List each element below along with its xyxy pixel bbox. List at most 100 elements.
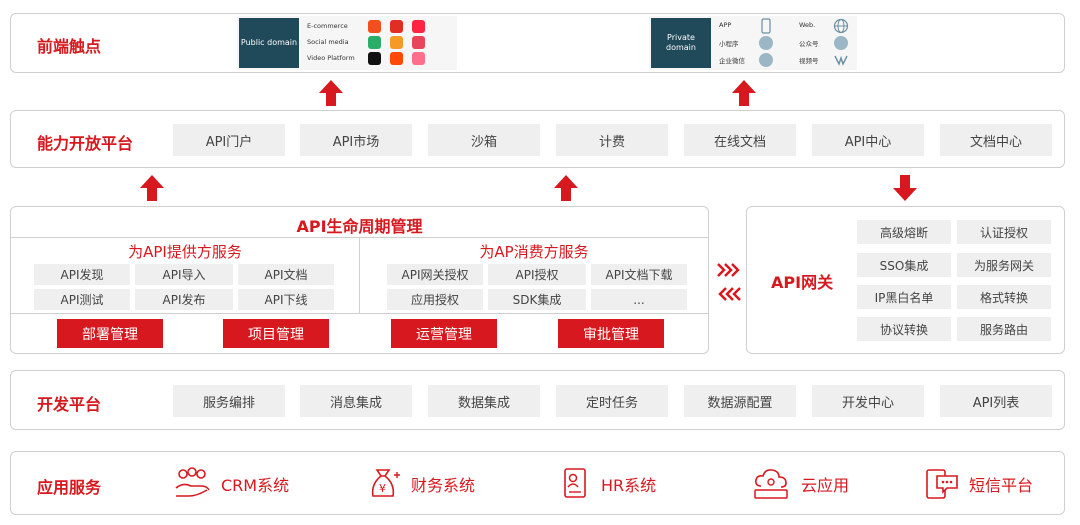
gateway-item[interactable]: 协议转换 — [857, 317, 951, 341]
lifecycle-title: API生命周期管理 — [296, 217, 423, 236]
chevron-right-icon — [717, 263, 740, 277]
capability-item[interactable]: 计费 — [556, 124, 668, 156]
private-item: APP — [719, 21, 732, 29]
gateway-panel: API网关 高级熔断 认证授权 SSO集成 为服务网关 IP黑白名单 格式转换 … — [746, 206, 1065, 354]
appservice-panel: 应用服务 CRM系统 ¥ 财务系统 HR系统 — [10, 451, 1065, 515]
capability-item[interactable]: 在线文档 — [684, 124, 796, 156]
consumer-item[interactable]: 应用授权 — [387, 289, 483, 310]
appservice-label: 短信平台 — [969, 476, 1034, 495]
lele-icon — [412, 52, 425, 65]
arrow-up-icon — [732, 80, 756, 106]
private-domain-label: Private domain — [651, 18, 711, 68]
devplatform-title: 开发平台 — [37, 395, 102, 414]
crm-people-icon — [175, 467, 210, 497]
consumer-item[interactable]: API文档下载 — [591, 264, 687, 285]
provider-item[interactable]: API发现 — [34, 264, 130, 285]
approval-management-button[interactable]: 审批管理 — [558, 319, 664, 348]
official-account-icon — [834, 36, 848, 50]
private-item: 小程序 — [719, 40, 739, 48]
provider-item[interactable]: API导入 — [135, 264, 233, 285]
gateway-item[interactable]: 服务路由 — [957, 317, 1051, 341]
wechat-icon — [368, 36, 381, 49]
capability-item[interactable]: 文档中心 — [940, 124, 1052, 156]
private-item: 企业微信 — [719, 57, 745, 65]
public-item: E-commerce — [307, 22, 348, 30]
arrow-up-icon — [319, 80, 343, 106]
sms-phone-icon — [926, 469, 958, 499]
channels-icon — [834, 55, 848, 66]
provider-item[interactable]: API文档 — [238, 264, 334, 285]
consumer-item[interactable]: ... — [591, 289, 687, 310]
provider-item[interactable]: API发布 — [135, 289, 233, 310]
arrow-down-icon — [893, 175, 917, 201]
capability-item[interactable]: 沙箱 — [428, 124, 540, 156]
gateway-item[interactable]: 认证授权 — [957, 220, 1051, 244]
devplatform-item[interactable]: 服务编排 — [173, 385, 285, 417]
gateway-item[interactable]: 格式转换 — [957, 285, 1051, 309]
appservice-label: 财务系统 — [411, 476, 476, 495]
deploy-management-button[interactable]: 部署管理 — [57, 319, 163, 348]
consumer-item[interactable]: SDK集成 — [488, 289, 586, 310]
devplatform-item[interactable]: 消息集成 — [300, 385, 412, 417]
consumer-item[interactable]: API授权 — [488, 264, 586, 285]
operation-management-button[interactable]: 运营管理 — [391, 319, 497, 348]
lifecycle-divider — [11, 313, 708, 314]
arrow-up-icon — [554, 175, 578, 201]
pinduoduo-icon — [390, 20, 403, 33]
capability-title: 能力开放平台 — [37, 134, 134, 153]
weibo-icon — [390, 36, 403, 49]
gateway-item[interactable]: IP黑白名单 — [857, 285, 951, 309]
private-item: Web. — [799, 21, 816, 29]
public-item: Social media — [307, 38, 349, 46]
devplatform-item[interactable]: 开发中心 — [812, 385, 924, 417]
appservice-label: 云应用 — [801, 476, 850, 495]
devplatform-item[interactable]: API列表 — [940, 385, 1052, 417]
appservice-label: CRM系统 — [221, 476, 290, 495]
consumer-item[interactable]: API网关授权 — [387, 264, 483, 285]
appservice-item-sms[interactable]: 短信平台 — [923, 464, 1033, 504]
gateway-item[interactable]: 为服务网关 — [957, 253, 1051, 277]
gateway-item[interactable]: 高级熔断 — [857, 220, 951, 244]
capability-item[interactable]: API门户 — [173, 124, 285, 156]
consumer-title: 为AP消费方服务 — [479, 243, 589, 261]
wecom-icon — [759, 53, 773, 67]
devplatform-item[interactable]: 定时任务 — [556, 385, 668, 417]
gateway-item[interactable]: SSO集成 — [857, 253, 951, 277]
finance-bag-icon: ¥ — [371, 469, 400, 497]
project-management-button[interactable]: 项目管理 — [223, 319, 329, 348]
private-domain-card: Private domain APP 小程序 企业微信 Web. 公众号 视频号 — [649, 16, 857, 70]
lifecycle-divider — [359, 237, 360, 313]
svg-text:¥: ¥ — [379, 482, 386, 495]
devplatform-panel: 开发平台 服务编排 消息集成 数据集成 定时任务 数据源配置 开发中心 API列… — [10, 370, 1065, 430]
appservice-item-cloud[interactable]: 云应用 — [751, 464, 849, 504]
public-domain-card: Public domain E-commerce Social media Vi… — [237, 16, 457, 70]
touchpoint-panel: 前端触点 Public domain E-commerce Social med… — [10, 13, 1065, 73]
devplatform-item[interactable]: 数据集成 — [428, 385, 540, 417]
lifecycle-panel: API生命周期管理 为API提供方服务 API发现 API导入 API文档 AP… — [10, 206, 709, 354]
globe-icon — [833, 18, 849, 34]
kuaishou-icon — [390, 52, 403, 65]
provider-item[interactable]: API测试 — [34, 289, 130, 310]
tiktok-icon — [368, 52, 381, 65]
hr-document-icon — [564, 468, 586, 498]
appservice-item-crm[interactable]: CRM系统 — [173, 464, 289, 504]
public-domain-label: Public domain — [239, 18, 299, 68]
miniprogram-icon — [759, 36, 773, 50]
provider-item[interactable]: API下线 — [238, 289, 334, 310]
private-item: 视频号 — [799, 57, 819, 65]
appservice-item-finance[interactable]: ¥ 财务系统 — [367, 464, 475, 504]
public-item: Video Platform — [307, 54, 355, 62]
redapp-icon — [412, 36, 425, 49]
cloud-app-icon — [754, 469, 788, 499]
arrow-up-icon — [140, 175, 164, 201]
capability-item[interactable]: API中心 — [812, 124, 924, 156]
capability-panel: 能力开放平台 API门户 API市场 沙箱 计费 在线文档 API中心 文档中心 — [10, 110, 1065, 168]
private-item: 公众号 — [799, 40, 819, 48]
appservice-item-hr[interactable]: HR系统 — [559, 464, 656, 504]
chevron-left-icon — [718, 287, 741, 301]
appservice-label: HR系统 — [601, 476, 657, 495]
touchpoint-title: 前端触点 — [37, 37, 102, 56]
phone-icon — [761, 18, 771, 34]
devplatform-item[interactable]: 数据源配置 — [684, 385, 796, 417]
capability-item[interactable]: API市场 — [300, 124, 412, 156]
